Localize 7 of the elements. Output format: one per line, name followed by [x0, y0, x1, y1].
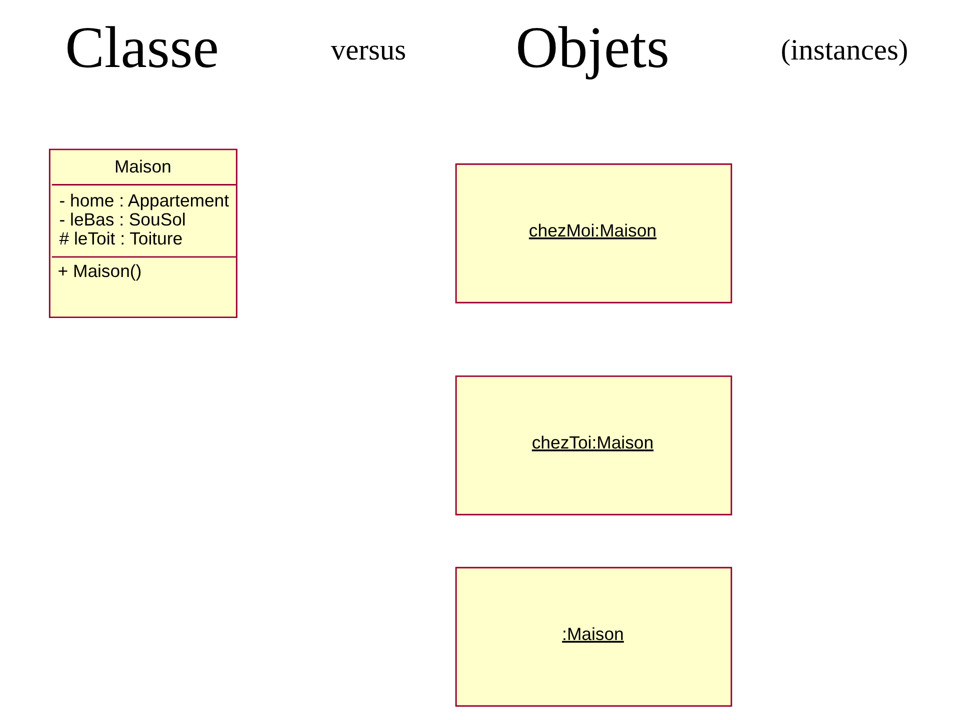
label: Classe [65, 14, 219, 80]
node-box: chezToi:Maison [455, 375, 732, 516]
label: Objets [516, 14, 670, 80]
label: (instances) [780, 34, 908, 67]
node-box: chezMoi:Maison [455, 163, 732, 304]
label: versus [330, 34, 406, 67]
node-box: :Maison [455, 566, 732, 707]
